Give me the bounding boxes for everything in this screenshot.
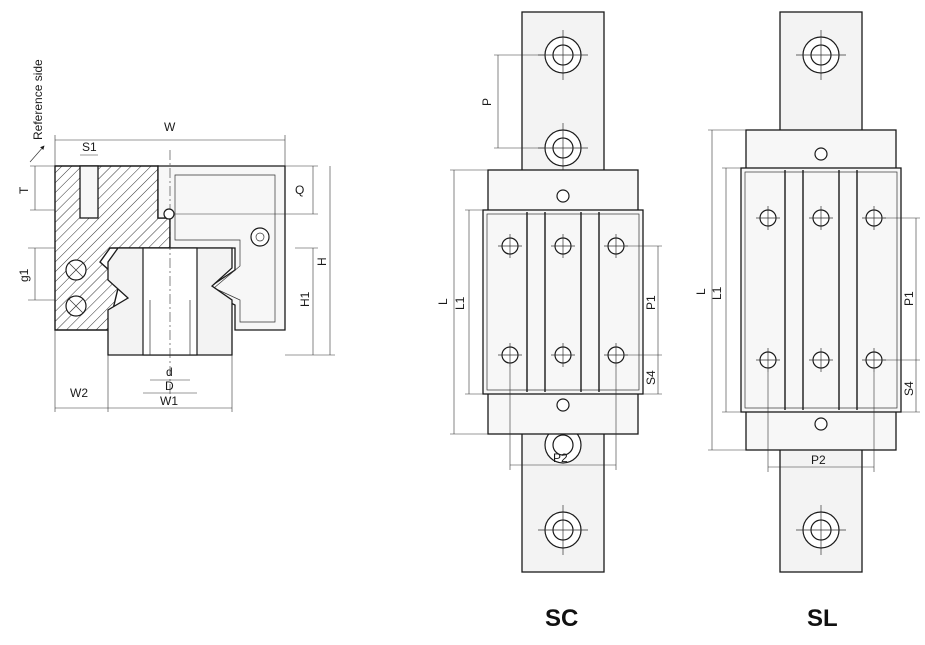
sc-label-p1: P1: [644, 295, 658, 310]
sl-grease-nipple-top: [814, 147, 828, 161]
label-h: H: [315, 257, 329, 266]
sc-label-l1: L1: [453, 296, 467, 310]
label-D: D: [165, 379, 174, 393]
cross-section-view: Reference side: [17, 59, 335, 412]
sl-title: SL: [807, 605, 838, 632]
sl-label-p2: P2: [811, 453, 826, 467]
lube-port-small: [163, 208, 175, 220]
label-d: d: [166, 365, 173, 379]
sl-label-p1: P1: [902, 291, 916, 306]
lube-port-large: [250, 227, 270, 247]
label-w2: W2: [70, 386, 88, 400]
sl-block: [740, 167, 902, 413]
sc-grease-nipple-top: [556, 189, 570, 203]
sl-rail-hole-bottom: [796, 505, 846, 555]
label-w1: W1: [160, 394, 178, 408]
sc-mount-holes: [498, 234, 628, 367]
sc-rail-hole-mid: [538, 123, 588, 173]
sl-grease-nipple-bottom: [814, 417, 828, 431]
s1-screw-hole: [79, 165, 99, 219]
sc-grease-nipple-bottom: [556, 398, 570, 412]
label-g1: g1: [17, 268, 31, 282]
sl-rail-hole-top: [796, 30, 846, 80]
sl-label-s4: S4: [902, 381, 916, 396]
sc-end-cap-bottom: [487, 391, 639, 435]
sc-block-inner: [486, 213, 640, 391]
sc-rail-hole-top: [538, 30, 588, 80]
sl-top-view: L L1 P1 S4 P2 SL: [694, 11, 920, 632]
sc-label-p2: P2: [553, 451, 568, 465]
sc-rail-hole-low: [544, 426, 582, 464]
sl-label-l: L: [694, 288, 708, 295]
sc-top-view: P L L1 P1 S4 P2 SC: [436, 11, 662, 632]
sl-mount-holes: [756, 206, 886, 372]
sc-label-p: P: [480, 98, 494, 106]
block-inner-outline: [174, 174, 276, 323]
label-h1: H1: [298, 291, 312, 307]
reference-arrow: [29, 145, 45, 163]
sc-label-s4: S4: [644, 370, 658, 385]
label-t: T: [17, 186, 31, 194]
sc-rail-hole-bottom: [538, 505, 588, 555]
label-q: Q: [295, 183, 304, 197]
label-w: W: [164, 120, 176, 134]
sc-title: SC: [545, 605, 578, 632]
label-s1: S1: [82, 140, 97, 154]
sc-label-l: L: [436, 298, 450, 305]
reference-side-label: Reference side: [31, 59, 45, 140]
sl-label-l1: L1: [710, 286, 724, 300]
sl-block-inner: [744, 171, 898, 409]
